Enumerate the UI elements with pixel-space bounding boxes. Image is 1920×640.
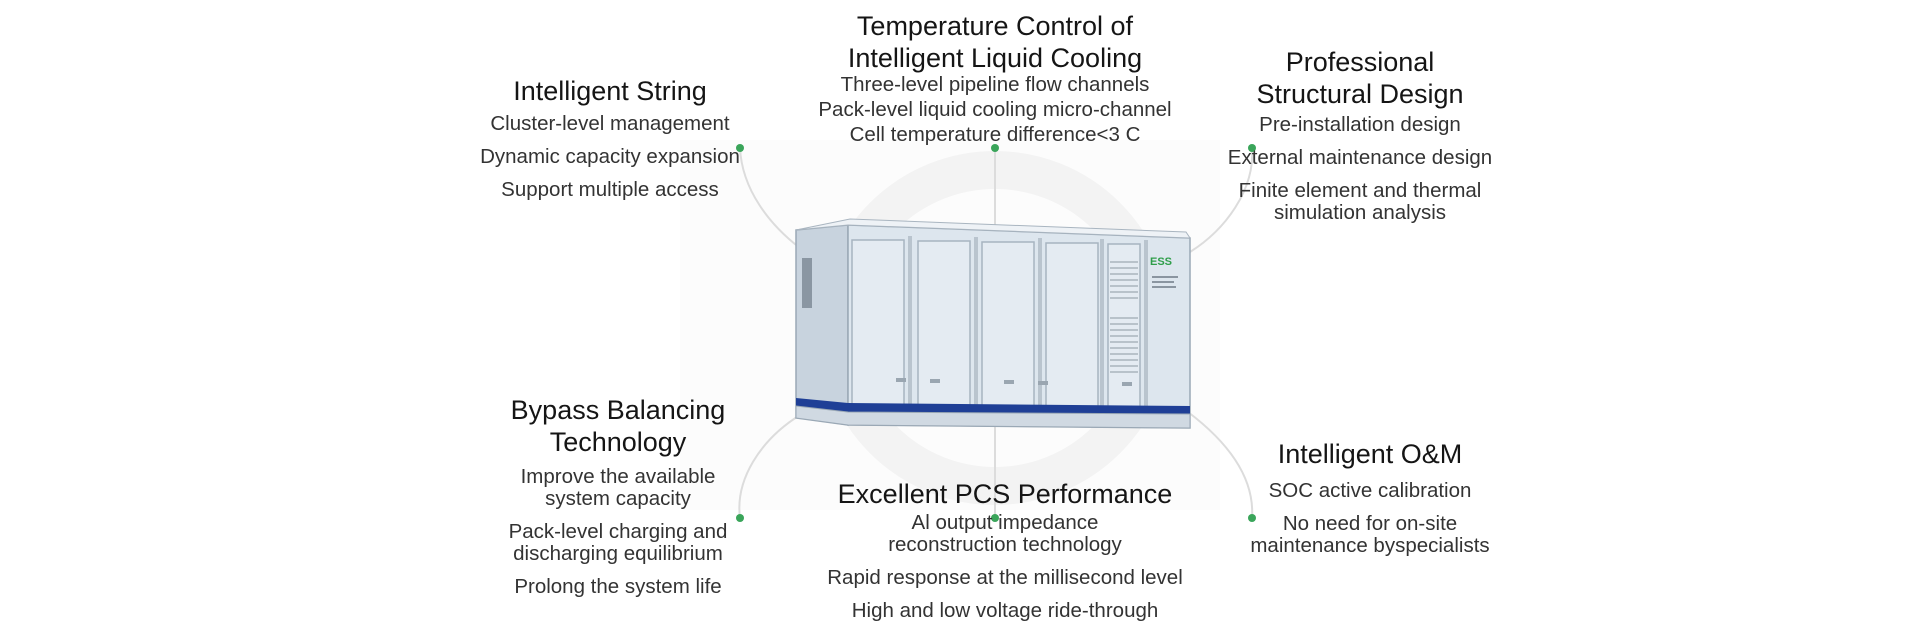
feature-item: Support multiple access [501,178,719,201]
feature-item: No need for on-site maintenance byspecia… [1250,512,1490,557]
feature-structural-design: Professional Structural Design Pre-insta… [1210,46,1510,224]
dot-om [1248,514,1256,522]
dot-structural [1248,144,1256,152]
feature-item: Cluster-level management [490,112,730,135]
feature-title: Excellent PCS Performance [795,478,1215,510]
title-line: Intelligent O&M [1277,439,1463,469]
feature-item: Al output impedance reconstruction techn… [888,511,1122,556]
connector-structural [1189,147,1254,253]
feature-item: Cell temperature difference<3 C [849,123,1141,146]
dot-temp [991,144,999,152]
feature-intelligent-om: Intelligent O&M SOC active calibration N… [1225,438,1515,557]
feature-item: High and low voltage ride-through [851,599,1159,622]
dot-string [736,144,744,152]
feature-item: Three-level pipeline flow channels [840,73,1150,96]
feature-item: Pack-level liquid cooling micro-channel [818,98,1172,121]
title-line: Intelligent Liquid Cooling [847,43,1143,73]
dot-bypass [736,514,744,522]
dot-pcs [991,514,999,522]
feature-title: Intelligent String [470,75,750,107]
feature-title: Professional Structural Design [1210,46,1510,110]
feature-item: Improve the available system capacity [520,465,716,510]
connector-om [1187,411,1254,519]
feature-title: Intelligent O&M [1225,438,1515,470]
title-line: Technology [549,427,687,457]
feature-bypass-balancing: Bypass Balancing Technology Improve the … [478,394,758,598]
title-line: Bypass Balancing [510,395,726,425]
title-line: Structural Design [1256,79,1464,109]
feature-item: External maintenance design [1227,146,1493,169]
feature-temperature-control: Temperature Control of Intelligent Liqui… [795,10,1195,146]
feature-item: Prolong the system life [514,575,722,598]
feature-pcs-performance: Excellent PCS Performance Al output impe… [795,478,1215,622]
feature-item: Rapid response at the millisecond level [827,566,1183,589]
feature-title: Bypass Balancing Technology [478,394,758,458]
title-line: Excellent PCS Performance [837,479,1173,509]
feature-item: Finite element and thermal simulation an… [1238,179,1482,224]
feature-item: Dynamic capacity expansion [480,145,740,168]
title-line: Professional [1285,47,1435,77]
feature-item: SOC active calibration [1268,479,1472,502]
ess-container [795,218,1191,429]
feature-item: Pre-installation design [1259,113,1461,136]
connector-string [739,147,801,249]
container-ess-label: ESS [1150,256,1173,268]
feature-intelligent-string: Intelligent String Cluster-level managem… [470,75,750,201]
connector-bypass [738,414,801,519]
feature-item: Pack-level charging and discharging equi… [508,520,728,565]
title-line: Temperature Control of [856,11,1134,41]
feature-title: Temperature Control of Intelligent Liqui… [795,10,1195,74]
title-line: Intelligent String [513,76,707,106]
